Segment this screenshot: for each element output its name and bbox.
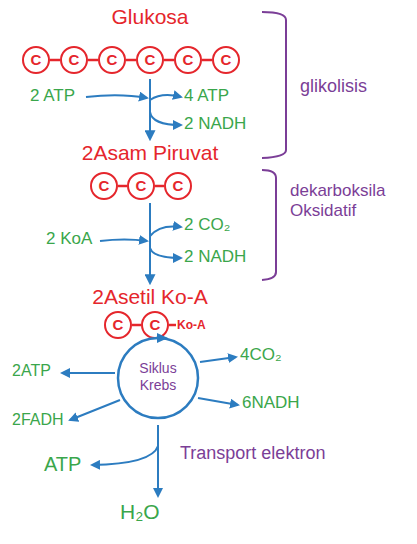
output-arrow	[150, 248, 181, 258]
atom-symbol: C	[176, 48, 200, 72]
stage-label: glikolisis	[300, 76, 367, 97]
chemical-bond	[118, 185, 127, 188]
carbon-atom: C	[22, 46, 50, 74]
atom-symbol: C	[138, 48, 162, 72]
node-title: 2Asetil Ko-A	[50, 284, 250, 310]
krebs-cycle: Siklus Krebs	[113, 333, 203, 423]
substance-label: 2FADH	[12, 411, 64, 429]
compound-group: 2Asetil Ko-A Ko-A CC	[50, 284, 250, 340]
chemical-bond	[169, 324, 176, 327]
atom-symbol: C	[106, 313, 130, 337]
carbon-atom: C	[90, 172, 118, 200]
node-title: 2Asam Piruvat	[50, 140, 250, 166]
chemical-bond	[50, 59, 60, 62]
output-arrow	[198, 398, 238, 405]
chemical-bond	[164, 59, 174, 62]
output-arrow	[200, 357, 236, 362]
atom-symbol: C	[62, 48, 86, 72]
carbon-atom: C	[98, 46, 126, 74]
atom-symbol: C	[166, 174, 190, 198]
node-title: Siklus Krebs	[128, 360, 188, 394]
node-title: Glukosa	[18, 4, 282, 30]
cycle-arrowhead	[157, 333, 168, 343]
chemical-bond	[155, 185, 164, 188]
carbon-atom: C	[104, 311, 132, 339]
group-name: Ko-A	[177, 318, 206, 332]
carbon-atom: C	[136, 46, 164, 74]
carbon-atom: C	[164, 172, 192, 200]
atom-symbol: C	[129, 174, 153, 198]
substance-label: 4CO₂	[240, 345, 282, 365]
output-arrow	[150, 95, 181, 100]
input-arrow	[86, 95, 147, 98]
chemical-bond	[88, 59, 98, 62]
input-arrow	[100, 240, 147, 242]
substance-label: 4 ATP	[184, 86, 229, 106]
carbon-atom: C	[141, 311, 169, 339]
substance-label: 2 KoA	[46, 229, 92, 249]
substance-label: 6NADH	[242, 393, 300, 413]
output-arrow	[150, 112, 181, 125]
output-arrow	[70, 400, 120, 420]
chemical-bond	[202, 59, 212, 62]
atom-symbol: C	[100, 48, 124, 72]
carbon-atom: C	[127, 172, 155, 200]
stage-bracket	[262, 170, 276, 280]
substance-label: 2 NADH	[184, 114, 246, 134]
compound-group: 2Asam PiruvatCCC	[50, 140, 250, 202]
atom-symbol: C	[24, 48, 48, 72]
chemical-bond	[126, 59, 136, 62]
carbon-atom: C	[60, 46, 88, 74]
cycle-circle	[118, 338, 198, 418]
transport-arrow	[157, 425, 159, 496]
atom-symbol: C	[214, 48, 238, 72]
substance-label: H₂O	[120, 500, 160, 524]
carbon-atom: C	[174, 46, 202, 74]
atom-symbol: C	[143, 313, 167, 337]
substance-label: ATP	[44, 453, 81, 476]
stage-label: Transport elektron	[180, 443, 325, 464]
process-arrow	[149, 203, 151, 283]
carbon-atom: C	[212, 46, 240, 74]
output-arrow	[62, 372, 115, 374]
substance-label: 2 ATP	[30, 86, 75, 106]
chemical-bond	[132, 324, 141, 327]
compound-group: GlukosaCCCCCC	[18, 4, 282, 78]
process-arrow	[149, 79, 151, 139]
substance-label: 2 NADH	[184, 247, 246, 267]
substance-label: 2ATP	[12, 362, 51, 380]
stage-bracket	[262, 12, 286, 158]
transport-arrow	[92, 446, 158, 465]
substance-label: 2 CO₂	[184, 215, 230, 235]
atom-symbol: C	[92, 174, 116, 198]
stage-label: dekarboksila Oksidatif	[290, 181, 417, 220]
output-arrow	[150, 226, 181, 236]
